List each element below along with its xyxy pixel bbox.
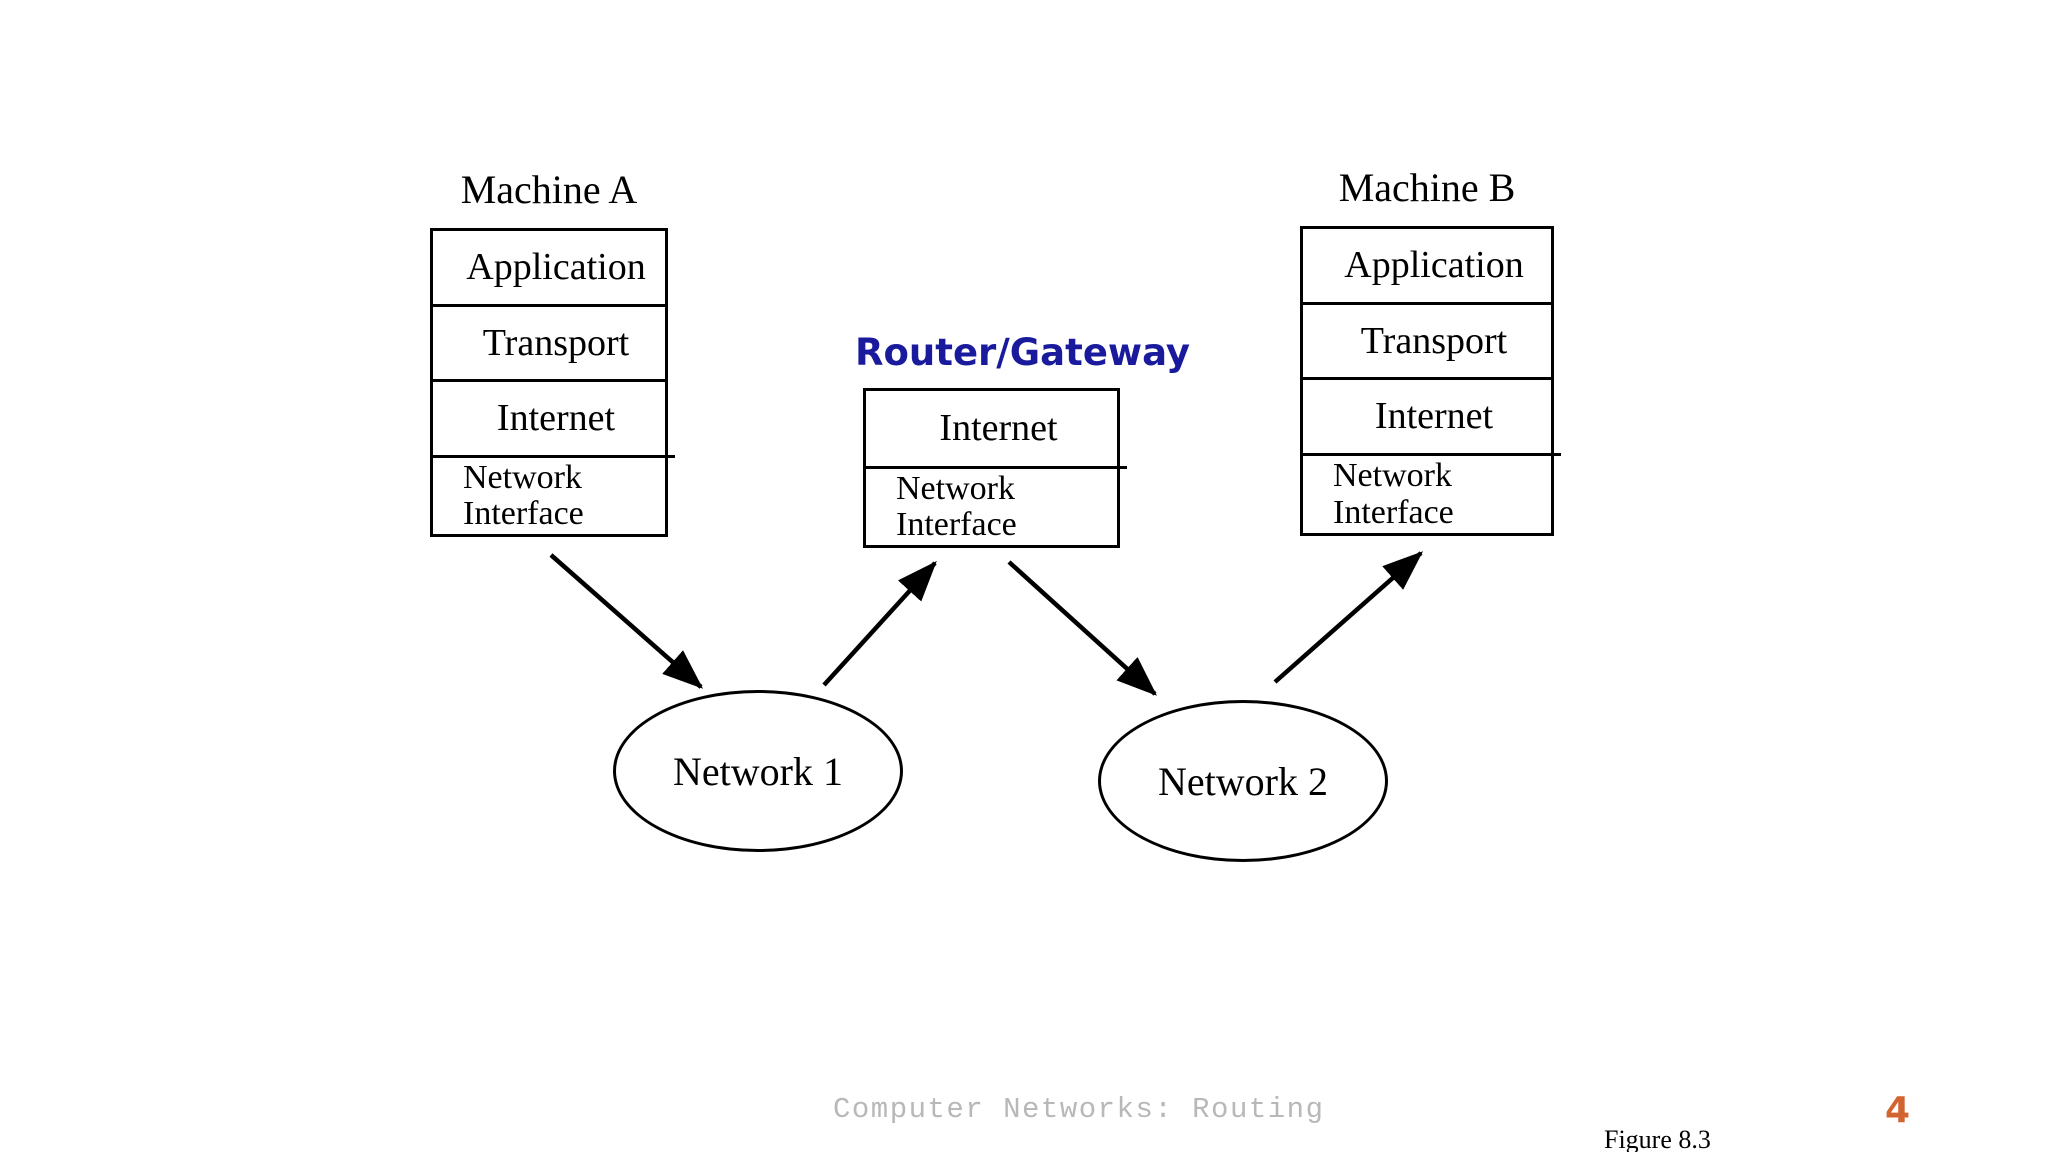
router-gateway-title: Router/Gateway <box>855 331 1191 374</box>
machine-a-layer-transport-label: Transport <box>482 321 630 364</box>
machine-a-layer-application[interactable]: Application <box>433 231 665 307</box>
machine-a-stack: Application Transport Internet Network I… <box>430 228 675 537</box>
arrow-network-2-to-machine-b <box>1273 551 1424 684</box>
machine-b-layer-application-label: Application <box>1344 244 1524 287</box>
network-2-label: Network 2 <box>1158 758 1328 804</box>
internet-rule-overhang <box>1551 453 1561 456</box>
machine-b-layer-application[interactable]: Application <box>1303 229 1551 305</box>
arrow-machine-a-to-network-1 <box>549 553 704 689</box>
machine-b-title: Machine B <box>1338 165 1516 210</box>
page-number: 4 <box>1885 1090 1911 1131</box>
machine-a-layer-application-label: Application <box>466 246 646 289</box>
router-layer-network-interface-label: Network Interface <box>896 469 1017 543</box>
machine-b-layer-network-interface[interactable]: Network Interface <box>1303 456 1551 533</box>
internet-rule-overhang <box>1117 466 1127 469</box>
machine-b-layer-transport-label: Transport <box>1360 319 1508 362</box>
machine-a-layer-network-interface-label: Network Interface <box>463 458 584 532</box>
network-2-ellipse[interactable]: Network 2 <box>1098 700 1388 862</box>
arrow-router-to-network-2 <box>1007 560 1158 696</box>
router-stack: Internet Network Interface <box>863 388 1127 548</box>
machine-b-layer-network-interface-label: Network Interface <box>1333 457 1454 531</box>
network-1-label: Network 1 <box>673 748 843 794</box>
machine-b-layer-internet[interactable]: Internet <box>1303 380 1561 456</box>
internet-rule-overhang <box>665 455 675 458</box>
machine-a-layer-transport[interactable]: Transport <box>433 307 665 382</box>
machine-b-stack: Application Transport Internet Network I… <box>1300 226 1561 536</box>
footer-course-title: Computer Networks: Routing <box>833 1093 1325 1126</box>
machine-b-layer-internet-label: Internet <box>1374 395 1494 438</box>
arrow-network-1-to-router <box>822 561 937 687</box>
network-1-ellipse[interactable]: Network 1 <box>613 690 903 852</box>
machine-a-layer-internet-label: Internet <box>496 397 616 440</box>
machine-a-layer-internet[interactable]: Internet <box>433 382 675 458</box>
machine-a-layer-network-interface[interactable]: Network Interface <box>433 458 665 534</box>
machine-b-layer-transport[interactable]: Transport <box>1303 305 1551 380</box>
router-layer-internet-label: Internet <box>939 407 1058 450</box>
router-layer-internet[interactable]: Internet <box>866 391 1127 469</box>
figure-caption: Figure 8.3 <box>1604 1125 1711 1152</box>
machine-a-title: Machine A <box>460 167 638 212</box>
router-layer-network-interface[interactable]: Network Interface <box>866 469 1117 545</box>
